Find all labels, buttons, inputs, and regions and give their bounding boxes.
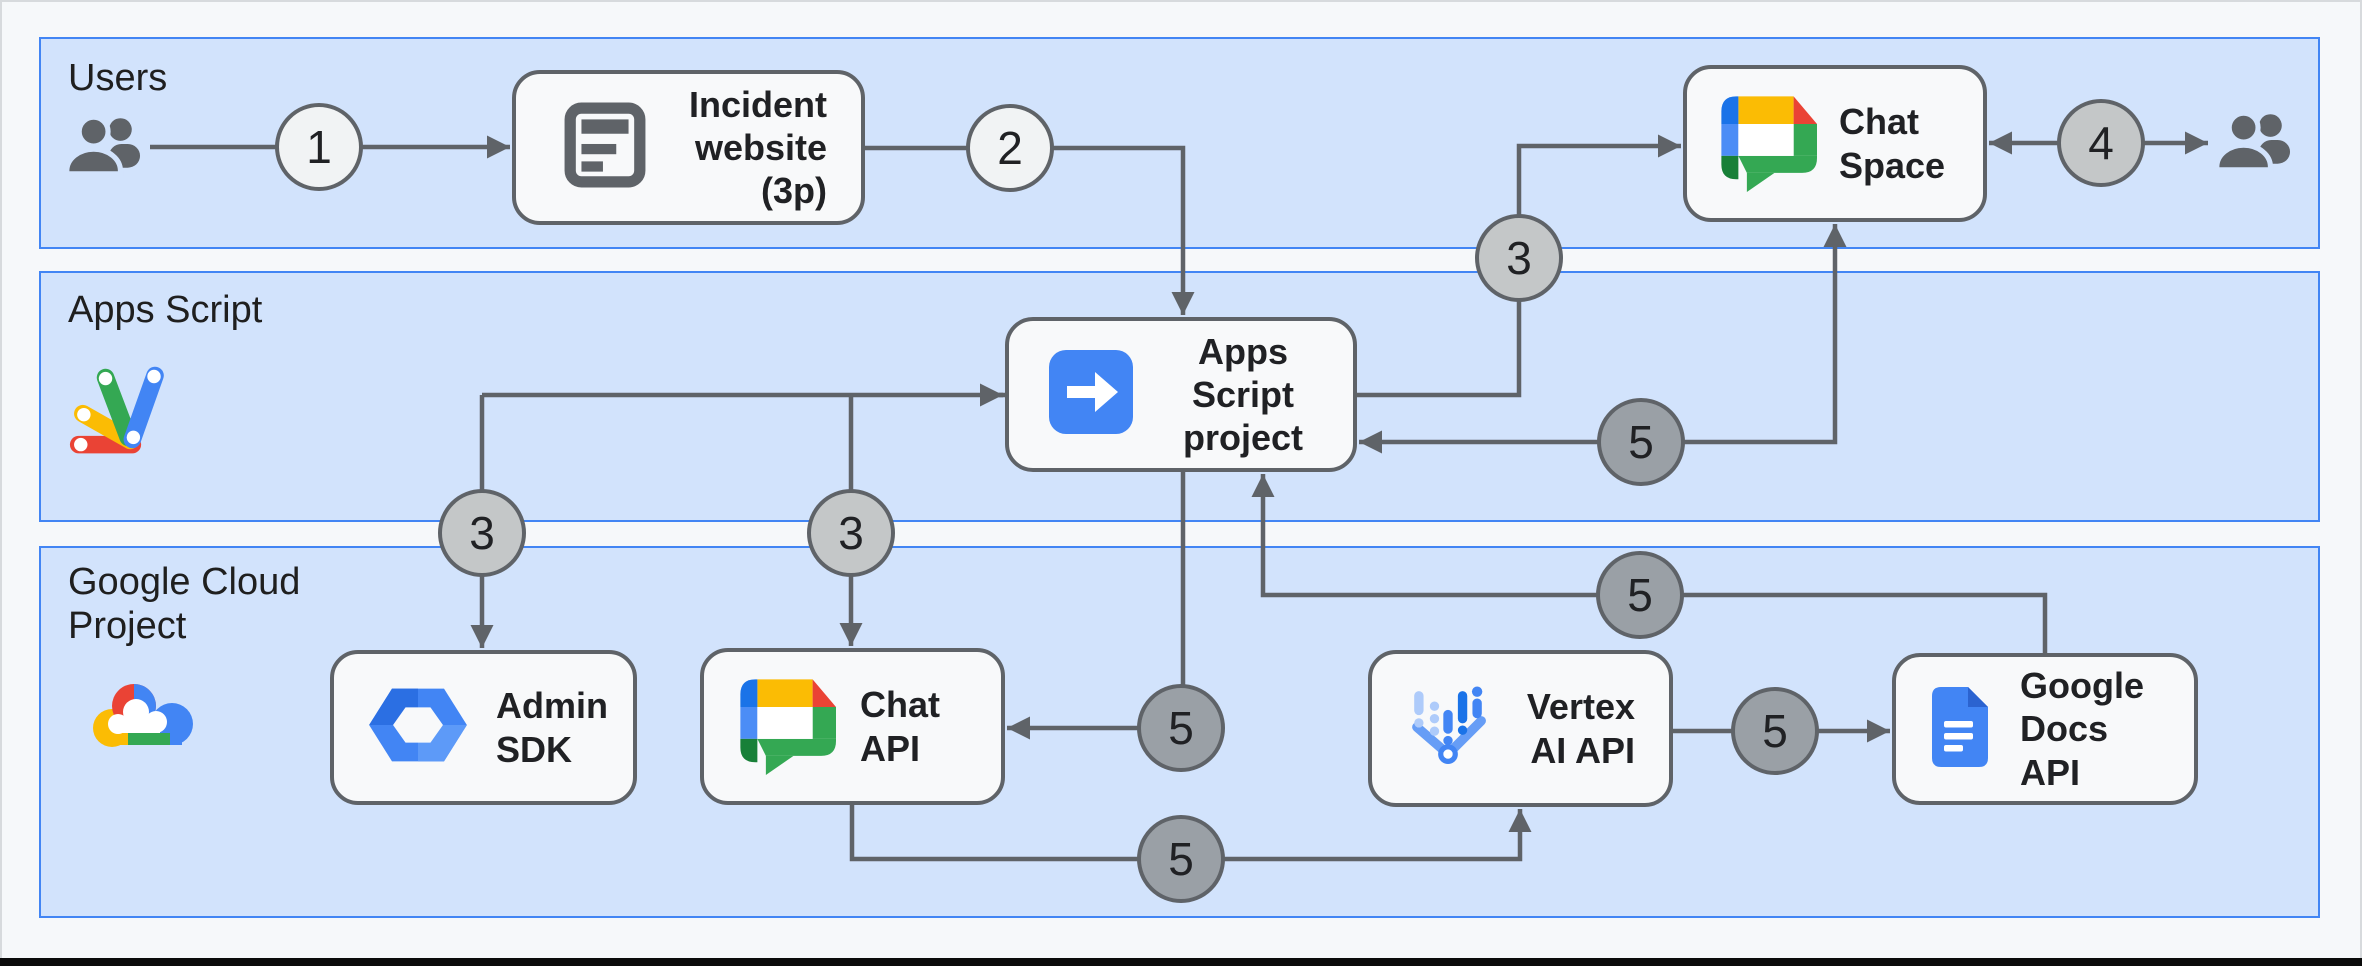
apps-script-project-icon	[1049, 350, 1133, 439]
vertex-ai-icon	[1396, 678, 1500, 779]
apps-script-logo-icon	[62, 360, 180, 463]
step-circle-3-admin-sdk: 3	[438, 489, 526, 577]
article-icon	[564, 102, 646, 193]
band-users-label: Users	[68, 57, 168, 99]
node-incident-website-label: Incident website (3p)	[688, 83, 827, 212]
node-apps-script-project: Apps Script project	[1005, 317, 1357, 472]
node-google-docs-api-label: Google Docs API	[2020, 665, 2144, 793]
step-circle-5-docs-to-project: 5	[1596, 551, 1684, 639]
bottom-edge-bar	[0, 958, 2362, 966]
google-cloud-logo-icon	[88, 674, 196, 763]
node-google-docs-api: Google Docs API	[1892, 653, 2198, 805]
users-icon-right	[2212, 108, 2300, 179]
step-circle-3-chat-api: 3	[807, 489, 895, 577]
google-chat-icon	[734, 673, 836, 780]
step-circle-2: 2	[966, 104, 1054, 192]
step-circle-5-to-chat-api: 5	[1137, 684, 1225, 772]
admin-sdk-icon	[366, 678, 470, 777]
users-icon	[62, 112, 150, 183]
step-circle-5-chat-api-to-vertex: 5	[1137, 815, 1225, 903]
node-chat-space: Chat Space	[1683, 65, 1987, 222]
step-circle-1: 1	[275, 103, 363, 191]
step-circle-4: 4	[2057, 99, 2145, 187]
node-chat-api-label: Chat API	[860, 684, 940, 769]
step-circle-5-space-to-project: 5	[1597, 398, 1685, 486]
google-docs-icon	[1928, 683, 1992, 776]
step-circle-5-vertex-to-docs: 5	[1731, 687, 1819, 775]
band-apps-script-label: Apps Script	[68, 289, 263, 331]
node-vertex-ai-api: Vertex AI API	[1368, 650, 1673, 807]
node-apps-script-project-label: Apps Script project	[1182, 330, 1304, 459]
node-chat-space-label: Chat Space	[1839, 101, 1946, 186]
band-gcp-label: Google Cloud Project	[68, 561, 301, 648]
node-vertex-ai-api-label: Vertex AI API	[1526, 686, 1635, 771]
google-chat-icon	[1715, 90, 1817, 197]
node-incident-website: Incident website (3p)	[512, 70, 865, 225]
node-chat-api: Chat API	[700, 648, 1005, 805]
node-admin-sdk-label: Admin SDK	[496, 685, 608, 770]
node-admin-sdk: Admin SDK	[330, 650, 637, 805]
step-circle-3-chat-space: 3	[1475, 214, 1563, 302]
